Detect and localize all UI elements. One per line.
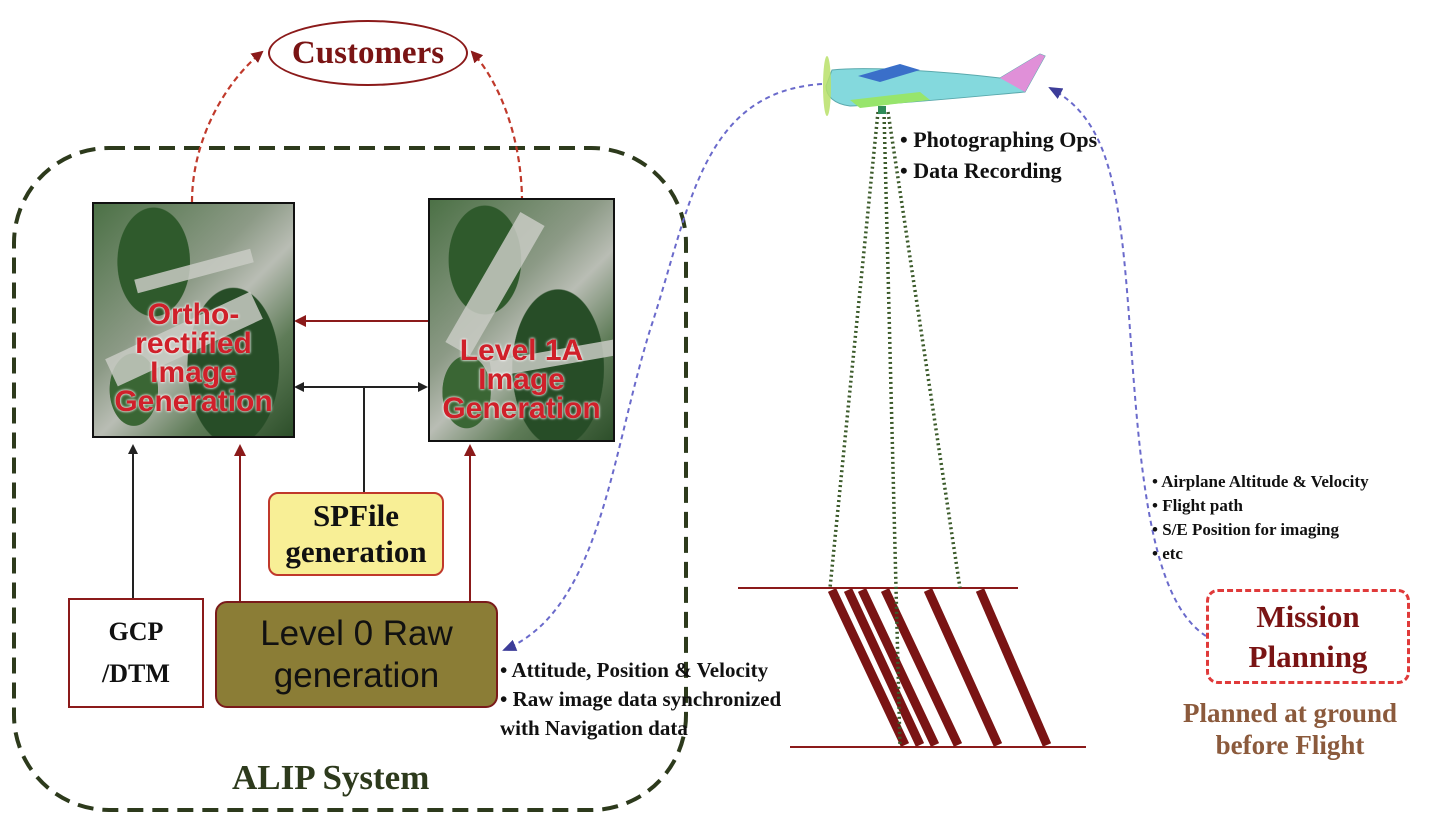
mission-inputs-list: • Airplane Altitude & Velocity • Flight … xyxy=(1152,470,1369,566)
level1a-to-customers-arrow xyxy=(470,50,524,203)
imaging-swath xyxy=(827,588,1052,747)
customers-label: Customers xyxy=(291,34,445,71)
mission-planning-label: Mission Planning xyxy=(1248,598,1368,674)
list-item: • Photographing Ops xyxy=(900,127,1098,152)
list-item: • etc xyxy=(1152,544,1183,563)
list-item: • Airplane Altitude & Velocity xyxy=(1152,472,1369,491)
customers-node: Customers xyxy=(268,20,468,86)
level0-label: Level 0 Raw generation xyxy=(260,613,453,695)
ortho-image-label: Ortho- rectified Image Generation xyxy=(114,298,273,418)
list-item: • Raw image data synchronized with Navig… xyxy=(500,687,782,740)
spfile-generation-box: SPFile generation xyxy=(268,492,444,576)
ortho-image-tile: Ortho- rectified Image Generation xyxy=(92,202,295,438)
level1a-image-label: Level 1A Image Generation xyxy=(442,334,601,425)
sensor-rays xyxy=(828,111,962,748)
airplane-icon xyxy=(823,53,1046,116)
gcp-label: GCP /DTM xyxy=(102,617,170,688)
aircraft-ops-list: • Photographing Ops • Data Recording xyxy=(900,124,1097,186)
list-item: • Data Recording xyxy=(900,158,1062,183)
mission-planning-note: Planned at ground before Flight xyxy=(1182,698,1398,760)
alip-system-boundary xyxy=(12,146,688,812)
level0-outputs-list: • Attitude, Position & Velocity • Raw im… xyxy=(500,656,781,743)
level1a-image-tile: Level 1A Image Generation xyxy=(428,198,615,442)
list-item: • Flight path xyxy=(1152,496,1243,515)
mission-to-airplane-arrow xyxy=(1048,87,1207,637)
level0-raw-generation-box: Level 0 Raw generation xyxy=(215,601,498,708)
list-item: • S/E Position for imaging xyxy=(1152,520,1339,539)
airplane-to-level0-arrow xyxy=(502,83,823,651)
spfile-label: SPFile generation xyxy=(285,498,427,569)
list-item: • Attitude, Position & Velocity xyxy=(500,658,769,682)
gcp-dtm-box: GCP /DTM xyxy=(68,598,204,708)
mission-planning-box: Mission Planning xyxy=(1206,589,1410,684)
alip-system-label: ALIP System xyxy=(232,758,430,797)
ortho-to-customers-arrow xyxy=(190,50,264,203)
